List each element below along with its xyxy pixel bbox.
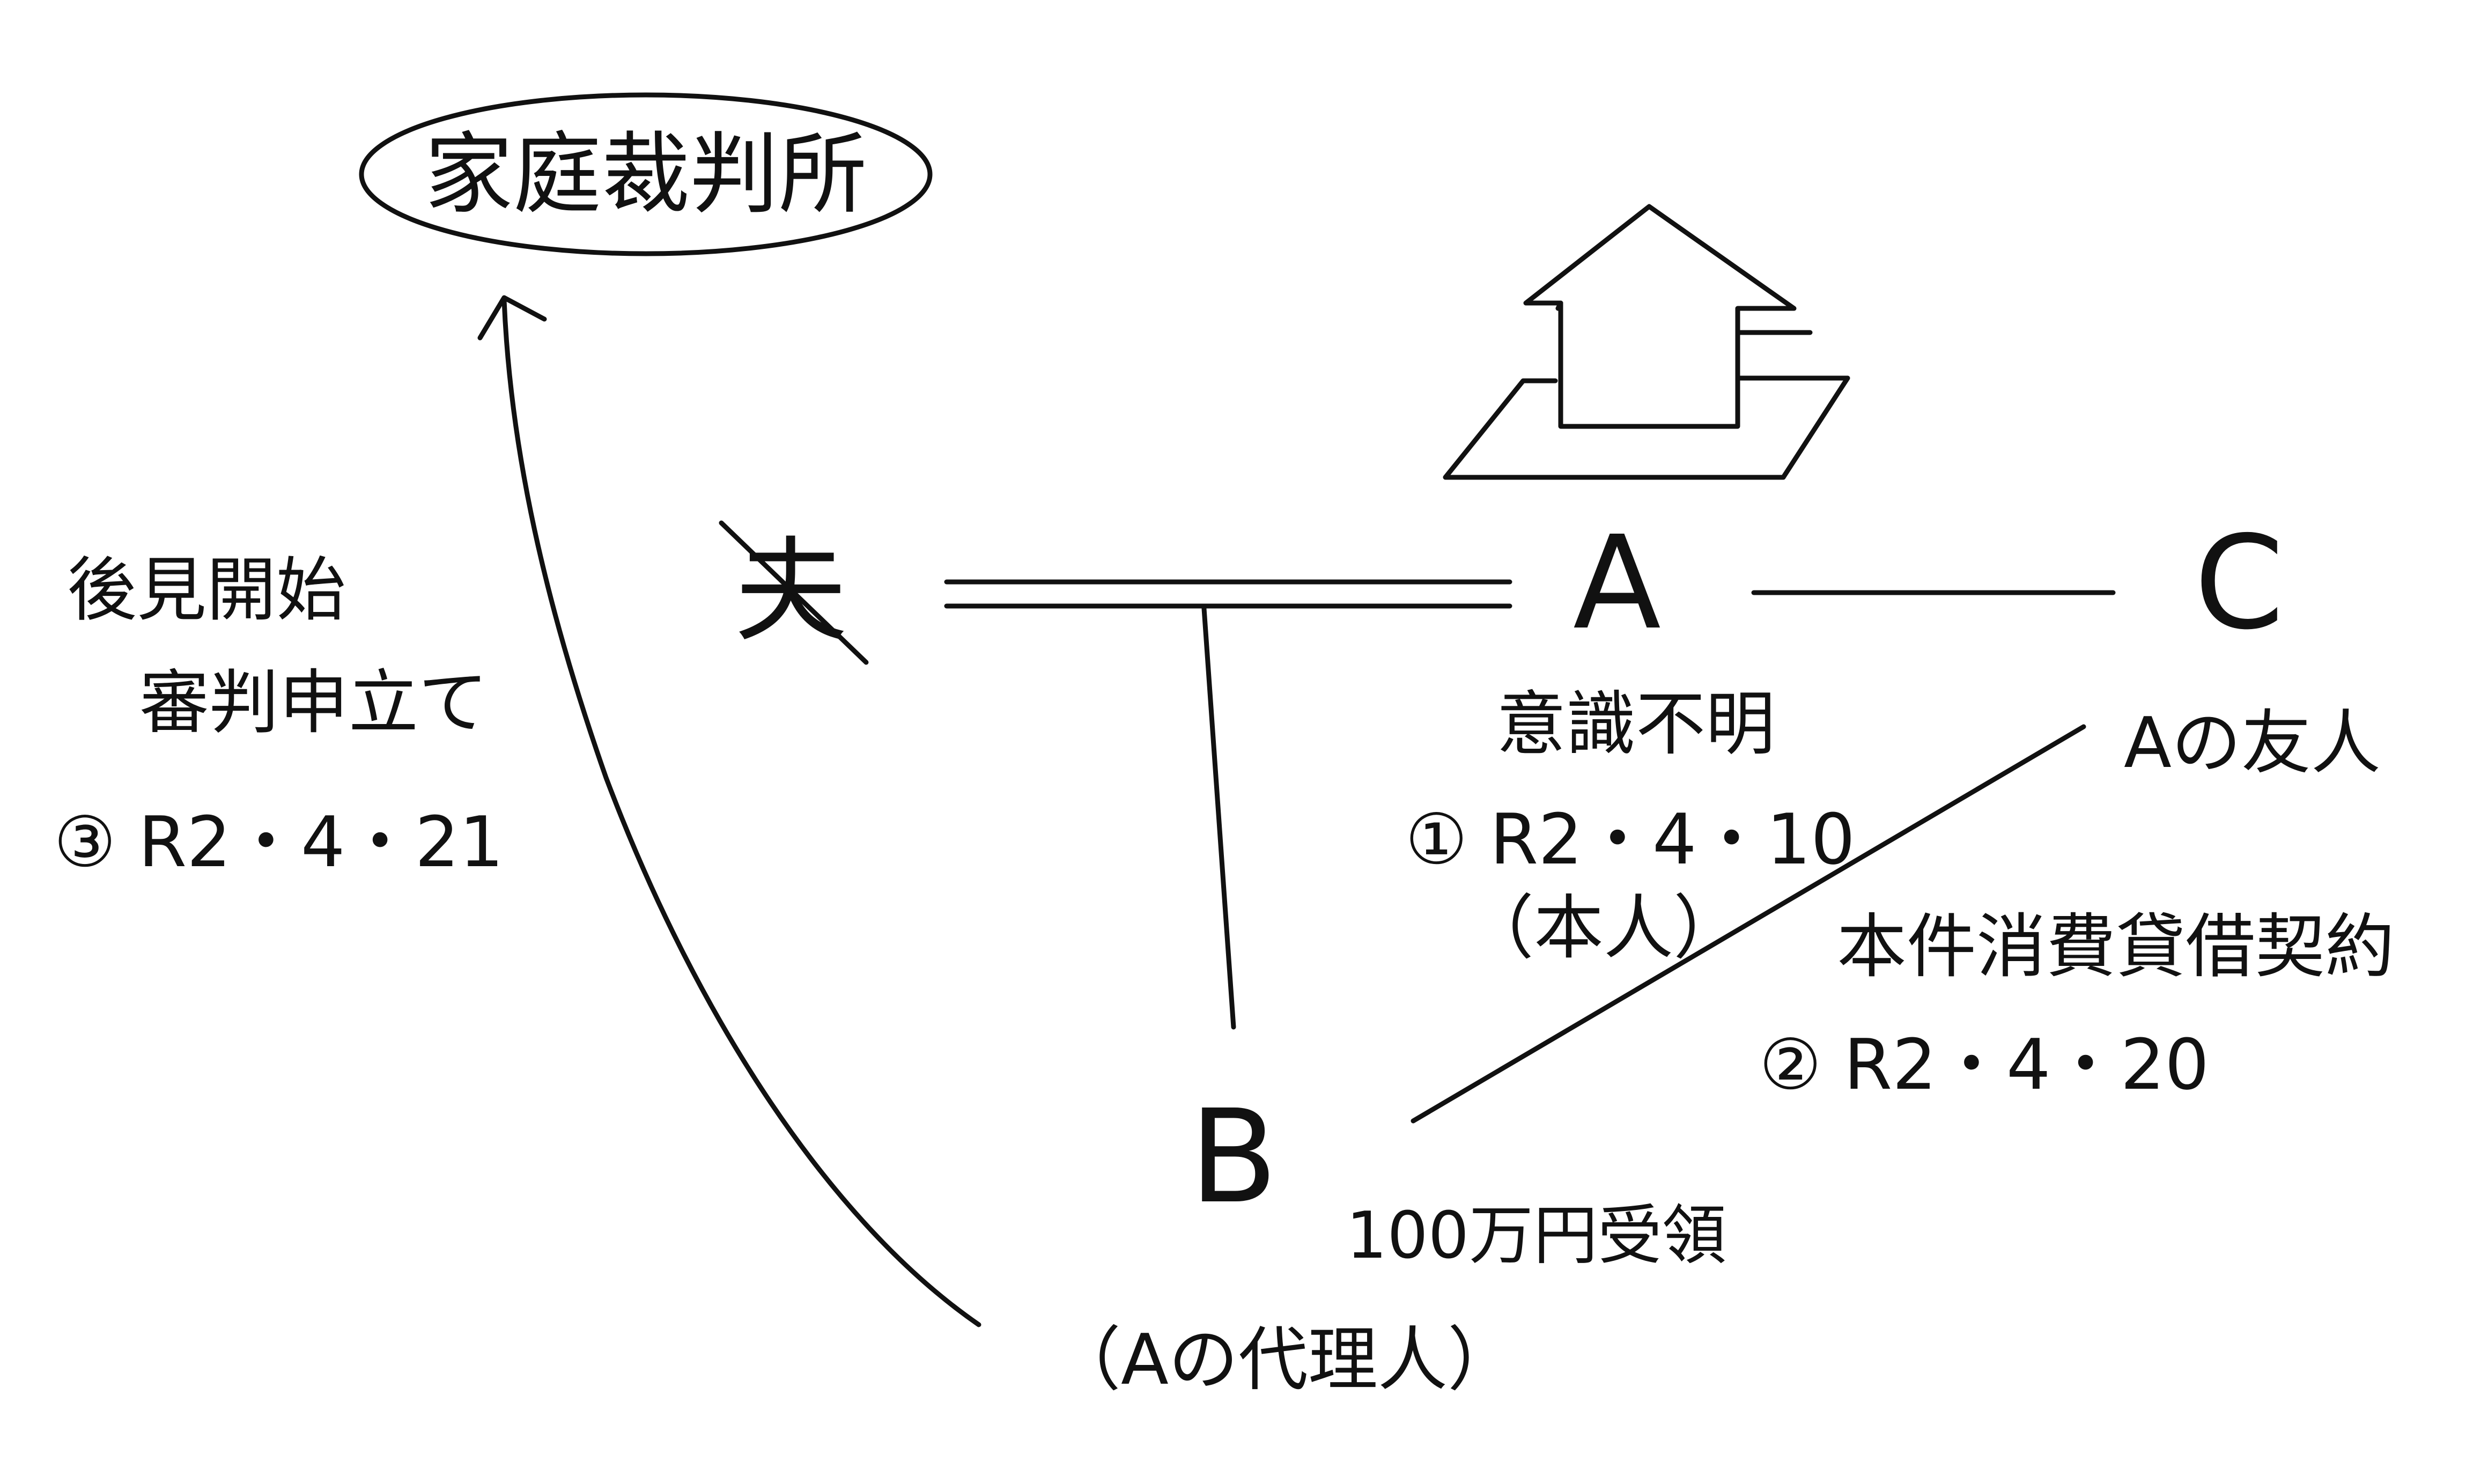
petition-arrow-line <box>501 298 981 1327</box>
court-node: 家庭裁判所 <box>359 92 933 256</box>
petition-arrow <box>477 295 981 1327</box>
court-label: 家庭裁判所 <box>425 123 867 226</box>
person-a-node: A 意識不明 ① R2・4・10 （本人） <box>1405 508 1855 969</box>
petition-block: 後見開始 審判申立て ③ R2・4・21 <box>54 549 504 883</box>
house-roof <box>1523 204 1797 311</box>
person-a-label: A <box>1573 508 1661 658</box>
petition-date: ③ R2・4・21 <box>54 801 504 883</box>
contract-date: ② R2・4・20 <box>1759 1024 2209 1105</box>
person-a-note: （本人） <box>1464 887 1743 969</box>
deceased-cross-line <box>719 520 869 665</box>
contract-label: 本件消費貸借契約 <box>1837 906 2395 987</box>
deceased-node: 夫 <box>719 520 869 665</box>
petition-line1: 後見開始 <box>67 549 346 631</box>
person-a-date: ① R2・4・10 <box>1405 799 1855 880</box>
house-icon <box>1443 204 1850 480</box>
person-b-node: B 100万円受領 （Aの代理人） <box>1051 1082 1726 1400</box>
petition-line2: 審判申立て <box>139 662 488 743</box>
person-b-role: （Aの代理人） <box>1051 1319 1517 1400</box>
person-c-relation: Aの友人 <box>2124 702 2381 784</box>
person-b-label: B <box>1190 1082 1278 1232</box>
petition-arrow-head <box>477 295 547 341</box>
marriage-line <box>944 579 1512 609</box>
person-b-received: 100万円受領 <box>1346 1199 1726 1273</box>
contract-line <box>1411 724 2086 1124</box>
person-c-node: C Aの友人 <box>2124 508 2381 784</box>
person-a-state: 意識不明 <box>1496 683 1775 765</box>
court-oval <box>359 92 933 256</box>
house-walls <box>1555 300 1813 429</box>
parent-child-line <box>1201 606 1236 1030</box>
contract-block: 本件消費貸借契約 ② R2・4・20 <box>1759 906 2395 1105</box>
person-c-label: C <box>2194 508 2284 658</box>
house-ground <box>1443 375 1850 480</box>
